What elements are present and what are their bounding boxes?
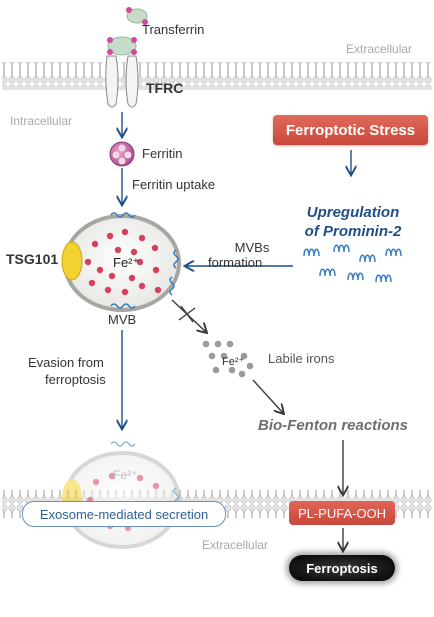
iron-dot <box>154 286 162 294</box>
prominin-2-icon <box>110 303 136 309</box>
labile-iron-dot <box>238 370 246 378</box>
labile-irons-label: Labile irons <box>268 351 335 366</box>
prominin-2-icon <box>303 248 320 257</box>
labile-iron-dot <box>240 352 248 360</box>
tfrc-receptor-icon <box>105 55 139 108</box>
prominin-2-markers <box>110 212 179 309</box>
mvb-label: MVB <box>108 312 137 327</box>
labile-iron-dot <box>208 352 216 360</box>
upregulation-title-1: Upregulation <box>306 204 400 221</box>
ferritin-uptake-label: Ferritin uptake <box>132 177 216 192</box>
prominin-2-icon <box>385 248 402 257</box>
extracellular-top-label: Extracellular <box>346 42 413 56</box>
iron-dot <box>104 286 112 294</box>
iron-dot <box>138 234 146 242</box>
arrow-iron-to-fenton <box>252 379 283 413</box>
labile-iron-dot <box>212 366 220 374</box>
iron-dot <box>108 272 116 280</box>
prominin-2-icon <box>375 274 392 283</box>
evasion-label-1: Evasion from <box>28 355 104 370</box>
tfrc-label: TFRC <box>146 80 184 96</box>
intracellular-label: Intracellular <box>10 114 73 128</box>
top-membrane <box>2 62 432 90</box>
prominin-2-icon <box>173 249 179 269</box>
labile-iron-dot <box>220 352 228 360</box>
prominin-2-cluster <box>303 244 402 283</box>
fe2-exosome-label: Fe²⁺ <box>113 468 138 482</box>
upregulation-title-2: of Prominin-2 <box>304 223 402 240</box>
iron-dot <box>91 240 99 248</box>
iron-dot <box>121 288 129 296</box>
bound-transferrin-icon <box>107 36 137 56</box>
exosome-secretion-box: Exosome-mediated secretion <box>22 501 226 527</box>
pl-pufa-ooh-box: PL-PUFA-OOH <box>289 501 395 525</box>
iron-dot <box>128 274 136 282</box>
prominin-2-icon <box>110 212 136 218</box>
transferrin-label: Transferrin <box>142 22 205 37</box>
iron-dot <box>138 282 146 290</box>
evasion-label-2: ferroptosis <box>45 372 106 387</box>
prominin-2-icon <box>169 276 175 296</box>
extracellular-bottom-label: Extracellular <box>202 538 269 552</box>
tsg101-protein-icon <box>61 241 83 281</box>
ferritin-icon <box>109 141 135 167</box>
prominin-2-icon <box>319 268 336 277</box>
iron-dot <box>121 228 129 236</box>
fe2-labile-label: Fe²⁺ <box>222 356 245 368</box>
ferroptosis-box: Ferroptosis <box>289 555 395 581</box>
ferroptotic-stress-box: Ferroptotic Stress <box>273 115 428 145</box>
labile-iron-dot <box>202 340 210 348</box>
iron-dot <box>88 279 96 287</box>
ferritin-label: Ferritin <box>142 146 183 161</box>
labile-iron-dot <box>226 340 234 348</box>
tsg101-label: TSG101 <box>6 251 59 267</box>
prominin-2-icon <box>110 441 136 447</box>
iron-dot <box>136 258 144 266</box>
labile-iron-dot <box>228 366 236 374</box>
mvbs-formation-label-1: MVBs <box>234 240 270 255</box>
iron-dot <box>96 266 104 274</box>
iron-dot <box>84 258 92 266</box>
prominin-2-icon <box>347 272 364 281</box>
transferrin-icon <box>126 7 148 25</box>
bio-fenton-label: Bio-Fenton reactions <box>258 417 409 434</box>
iron-dot <box>106 232 114 240</box>
iron-dot <box>130 248 138 256</box>
labile-iron-dot <box>214 340 222 348</box>
iron-dot <box>114 246 122 254</box>
labile-iron-dot <box>246 362 254 370</box>
iron-dot <box>152 266 160 274</box>
prominin-2-icon <box>359 254 376 263</box>
fe2-mvb-label: Fe²⁺ <box>113 255 140 270</box>
iron-dot <box>151 244 159 252</box>
mvbs-formation-label-2: formation <box>208 255 263 270</box>
prominin-2-icon <box>333 244 350 253</box>
labile-iron-dots <box>202 340 254 378</box>
